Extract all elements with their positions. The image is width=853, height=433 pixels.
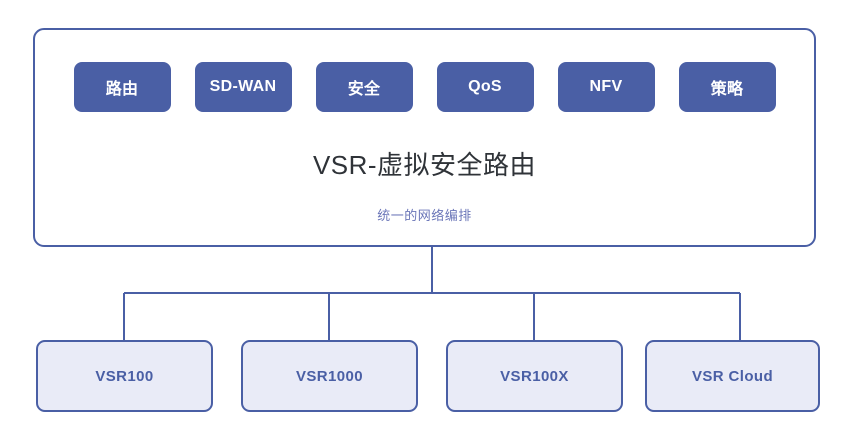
capability-pill-routing[interactable]: 路由 [73,62,171,112]
capability-pill-sdwan[interactable]: SD-WAN [194,62,292,112]
capability-pill-nfv[interactable]: NFV [557,62,655,112]
product-box-vsr100x[interactable]: VSR100X [446,340,623,412]
capability-pill-label: 安全 [347,81,381,98]
capability-pill-row: 路由 SD-WAN 安全 QoS NFV 策略 [35,62,814,112]
capability-pill-security[interactable]: 安全 [315,62,413,112]
product-box-vsr100[interactable]: VSR100 [36,340,213,412]
capability-pill-label: QoS [468,78,502,95]
capability-pill-label: NFV [589,78,623,95]
product-label: VSR Cloud [691,367,774,385]
product-label: VSR100 [95,367,154,385]
capability-pill-policy[interactable]: 策略 [678,62,776,112]
product-box-vsr-cloud[interactable]: VSR Cloud [645,340,820,412]
product-label: VSR100X [500,367,569,385]
platform-card: 路由 SD-WAN 安全 QoS NFV 策略 VSR-虚拟安全路由 统一的网络… [33,28,816,247]
capability-pill-qos[interactable]: QoS [436,62,534,112]
product-label: VSR1000 [295,367,363,385]
capability-pill-label: 路由 [105,81,139,98]
product-box-vsr1000[interactable]: VSR1000 [241,340,418,412]
platform-title: VSR-虚拟安全路由 [312,150,537,180]
platform-subtitle: 统一的网络编排 [377,208,472,223]
capability-pill-label: SD-WAN [209,78,277,95]
capability-pill-label: 策略 [710,81,744,98]
